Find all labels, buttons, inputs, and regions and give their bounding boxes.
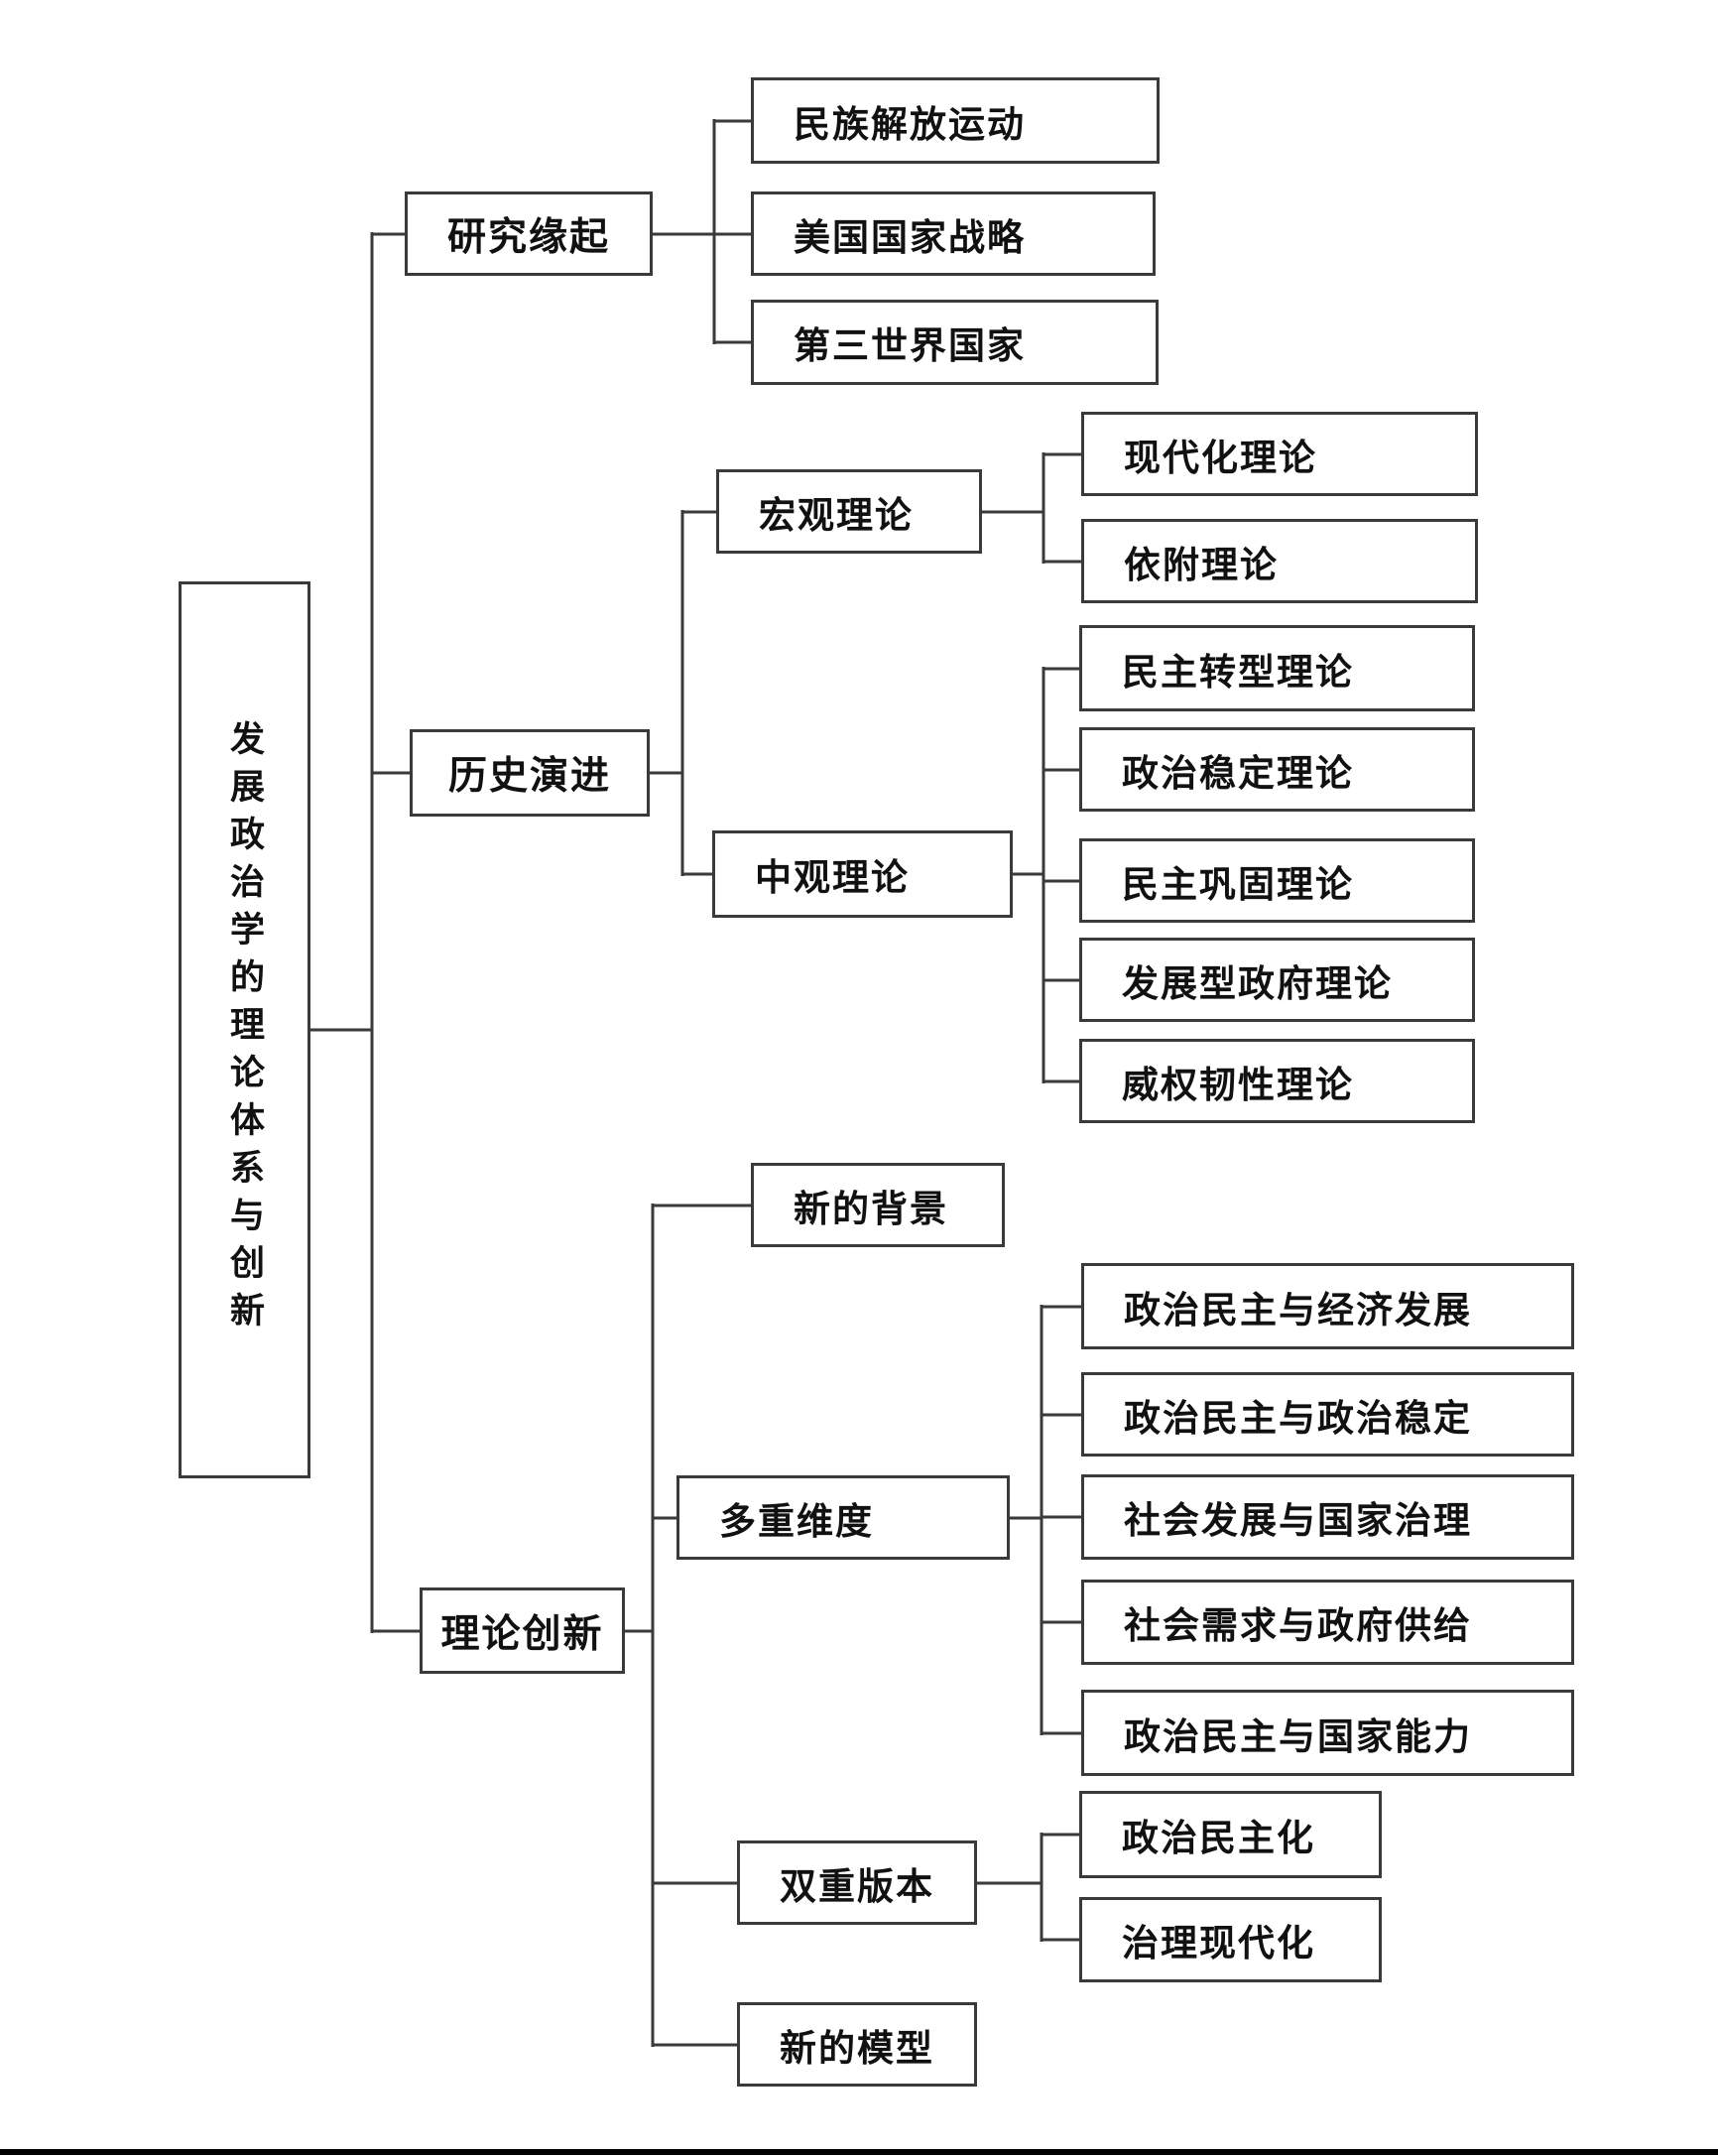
node-political-stability-theory: 政治稳定理论 xyxy=(1079,727,1475,812)
node-third-world-countries: 第三世界国家 xyxy=(751,300,1159,385)
node-macro-theory: 宏观理论 xyxy=(716,469,982,554)
node-political-democracy-political-stability: 政治民主与政治稳定 xyxy=(1081,1372,1574,1457)
node-democratic-consolidation-theory: 民主巩固理论 xyxy=(1079,838,1475,923)
node-political-democratization: 政治民主化 xyxy=(1079,1791,1382,1878)
node-dependency-theory: 依附理论 xyxy=(1081,519,1478,603)
bottom-rule xyxy=(0,2149,1718,2155)
node-dual-versions: 双重版本 xyxy=(737,1840,977,1925)
node-developmental-government-theory: 发展型政府理论 xyxy=(1079,938,1475,1022)
node-political-democracy-state-capacity: 政治民主与国家能力 xyxy=(1081,1690,1574,1776)
node-research-origin: 研究缘起 xyxy=(405,191,653,276)
node-root-title: 发展政治学的理论体系与创新 xyxy=(179,581,310,1478)
node-historical-evolution: 历史演进 xyxy=(410,729,650,817)
node-theoretical-innovation: 理论创新 xyxy=(420,1587,625,1674)
node-meso-theory: 中观理论 xyxy=(712,830,1013,918)
node-new-model: 新的模型 xyxy=(737,2002,977,2087)
node-multiple-dimensions: 多重维度 xyxy=(676,1475,1010,1560)
node-national-liberation-movement: 民族解放运动 xyxy=(751,77,1160,164)
node-social-demand-government-supply: 社会需求与政府供给 xyxy=(1081,1580,1574,1665)
node-modernization-theory: 现代化理论 xyxy=(1081,412,1478,496)
node-authoritarian-resilience-theory: 威权韧性理论 xyxy=(1079,1039,1475,1123)
node-new-background: 新的背景 xyxy=(751,1163,1005,1247)
root-title-text: 发展政治学的理论体系与创新 xyxy=(225,720,264,1339)
node-governance-modernization: 治理现代化 xyxy=(1079,1897,1382,1982)
node-political-democracy-economic-development: 政治民主与经济发展 xyxy=(1081,1263,1574,1349)
node-democratic-transition-theory: 民主转型理论 xyxy=(1079,625,1475,711)
node-social-development-state-governance: 社会发展与国家治理 xyxy=(1081,1474,1574,1560)
node-us-national-strategy: 美国国家战略 xyxy=(751,191,1156,276)
